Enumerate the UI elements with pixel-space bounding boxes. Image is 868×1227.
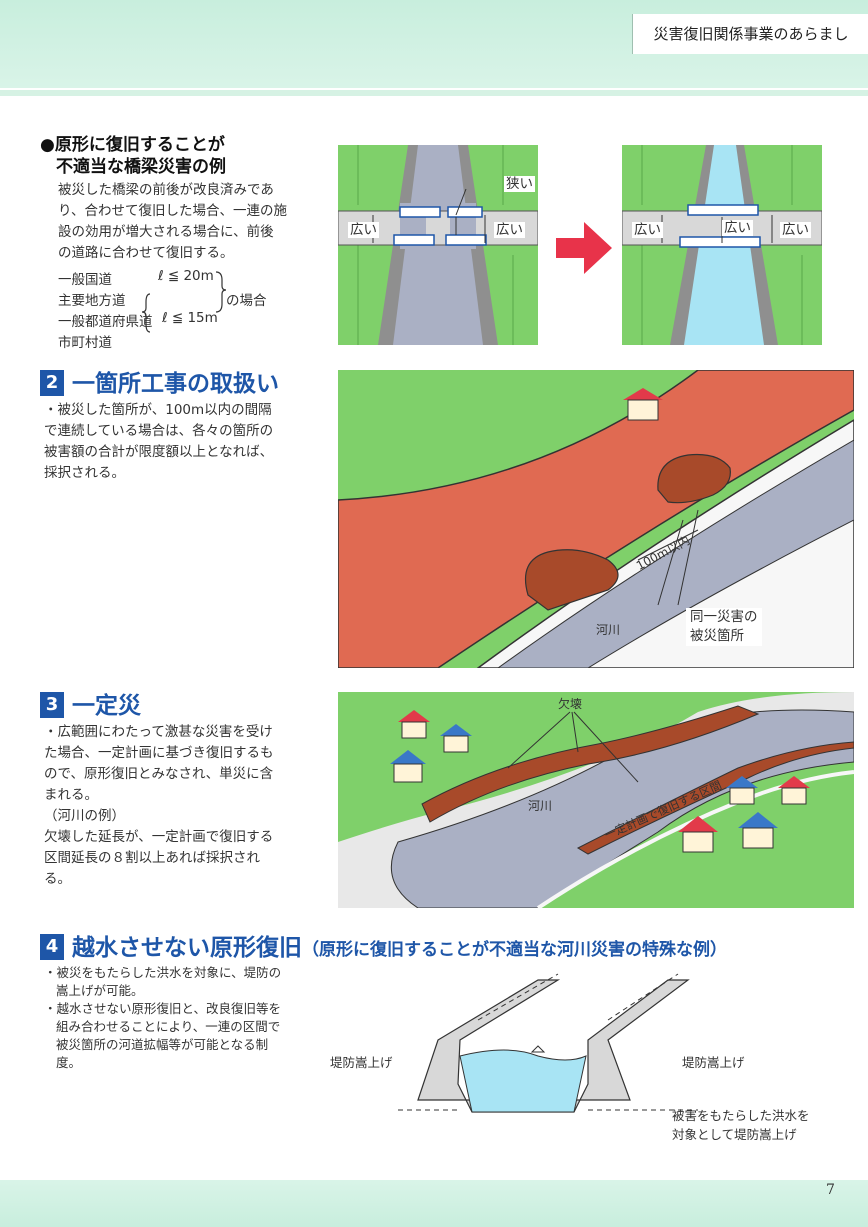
right-arrow-icon xyxy=(556,222,612,274)
section2-same-disaster-label: 同一災害の 被災箇所 xyxy=(686,608,762,646)
bridge-after-wide-right: 広い xyxy=(780,222,811,238)
header-title: 災害復旧関係事業のあらまし xyxy=(632,14,868,54)
section2-river-label: 河川 xyxy=(596,623,621,637)
bridge-title-line2: 不適当な橋梁災害の例 xyxy=(56,157,226,177)
bridge-after-wide-left: 広い xyxy=(632,222,663,238)
top-divider xyxy=(0,90,868,96)
bridge-after-wide-center: 広い xyxy=(722,220,753,236)
section4-subtitle: （原形に復旧することが不適当な河川災害の特殊な例） xyxy=(302,940,727,960)
bridge-before-narrow: 狭い xyxy=(504,176,535,192)
section3-description: ・広範囲にわたって激甚な災害を受け た場合、一定計画に基づき復旧するも ので、原… xyxy=(44,724,274,887)
bottom-band xyxy=(0,1180,868,1227)
section3-river-illustration xyxy=(338,692,854,908)
bridge-after-illustration xyxy=(622,145,822,345)
section2-river-illustration xyxy=(338,370,854,668)
bridge-title-line1: ●原形に復旧することが xyxy=(40,135,225,155)
bridge-description: 被災した橋梁の前後が改良済みであ り、合わせて復旧した場合、一連の施 設の効用が… xyxy=(58,182,287,261)
section2-number: 2 xyxy=(40,370,64,396)
brace-icon xyxy=(141,271,227,333)
section4-number: 4 xyxy=(40,934,64,960)
damage-site-1-icon xyxy=(524,549,619,611)
bridge-before-wide-left: 広い xyxy=(348,222,379,238)
bridge-title: ●原形に復旧することが 不適当な橋梁災害の例 xyxy=(40,134,226,178)
bridge-before-wide-right: 広い xyxy=(494,222,525,238)
page-number: 7 xyxy=(826,1182,835,1198)
house-icon xyxy=(390,710,810,853)
section3-number: 3 xyxy=(40,692,64,718)
section3-river-label: 河川 xyxy=(528,799,553,813)
house-icon xyxy=(623,388,663,421)
section2-description: ・被災した箇所が、100m以内の間隔 で連続している場合は、各々の箇所の 被害額… xyxy=(44,402,274,481)
section4-description: ・被災をもたらした洪水を対象に、堤防の 嵩上げが可能。 ・越水させない原形復旧と… xyxy=(44,965,282,1070)
levee-cross-section-diagram xyxy=(398,973,698,1113)
levee-raise-right-label: 堤防嵩上げ xyxy=(682,1055,745,1070)
bridge-before-illustration xyxy=(338,145,538,345)
levee-raise-left-label: 堤防嵩上げ xyxy=(330,1055,393,1070)
section3-collapse-label: 欠壊 xyxy=(558,697,583,711)
road-classification: 一般国道 主要地方道 一般都道府県道 市町村道 ℓ ≦ 20m ℓ ≦ 15m … xyxy=(58,268,288,352)
damage-site-2-icon xyxy=(657,453,731,504)
levee-note: 被害をもたらした洪水を 対象として堤防嵩上げ xyxy=(672,1108,810,1142)
